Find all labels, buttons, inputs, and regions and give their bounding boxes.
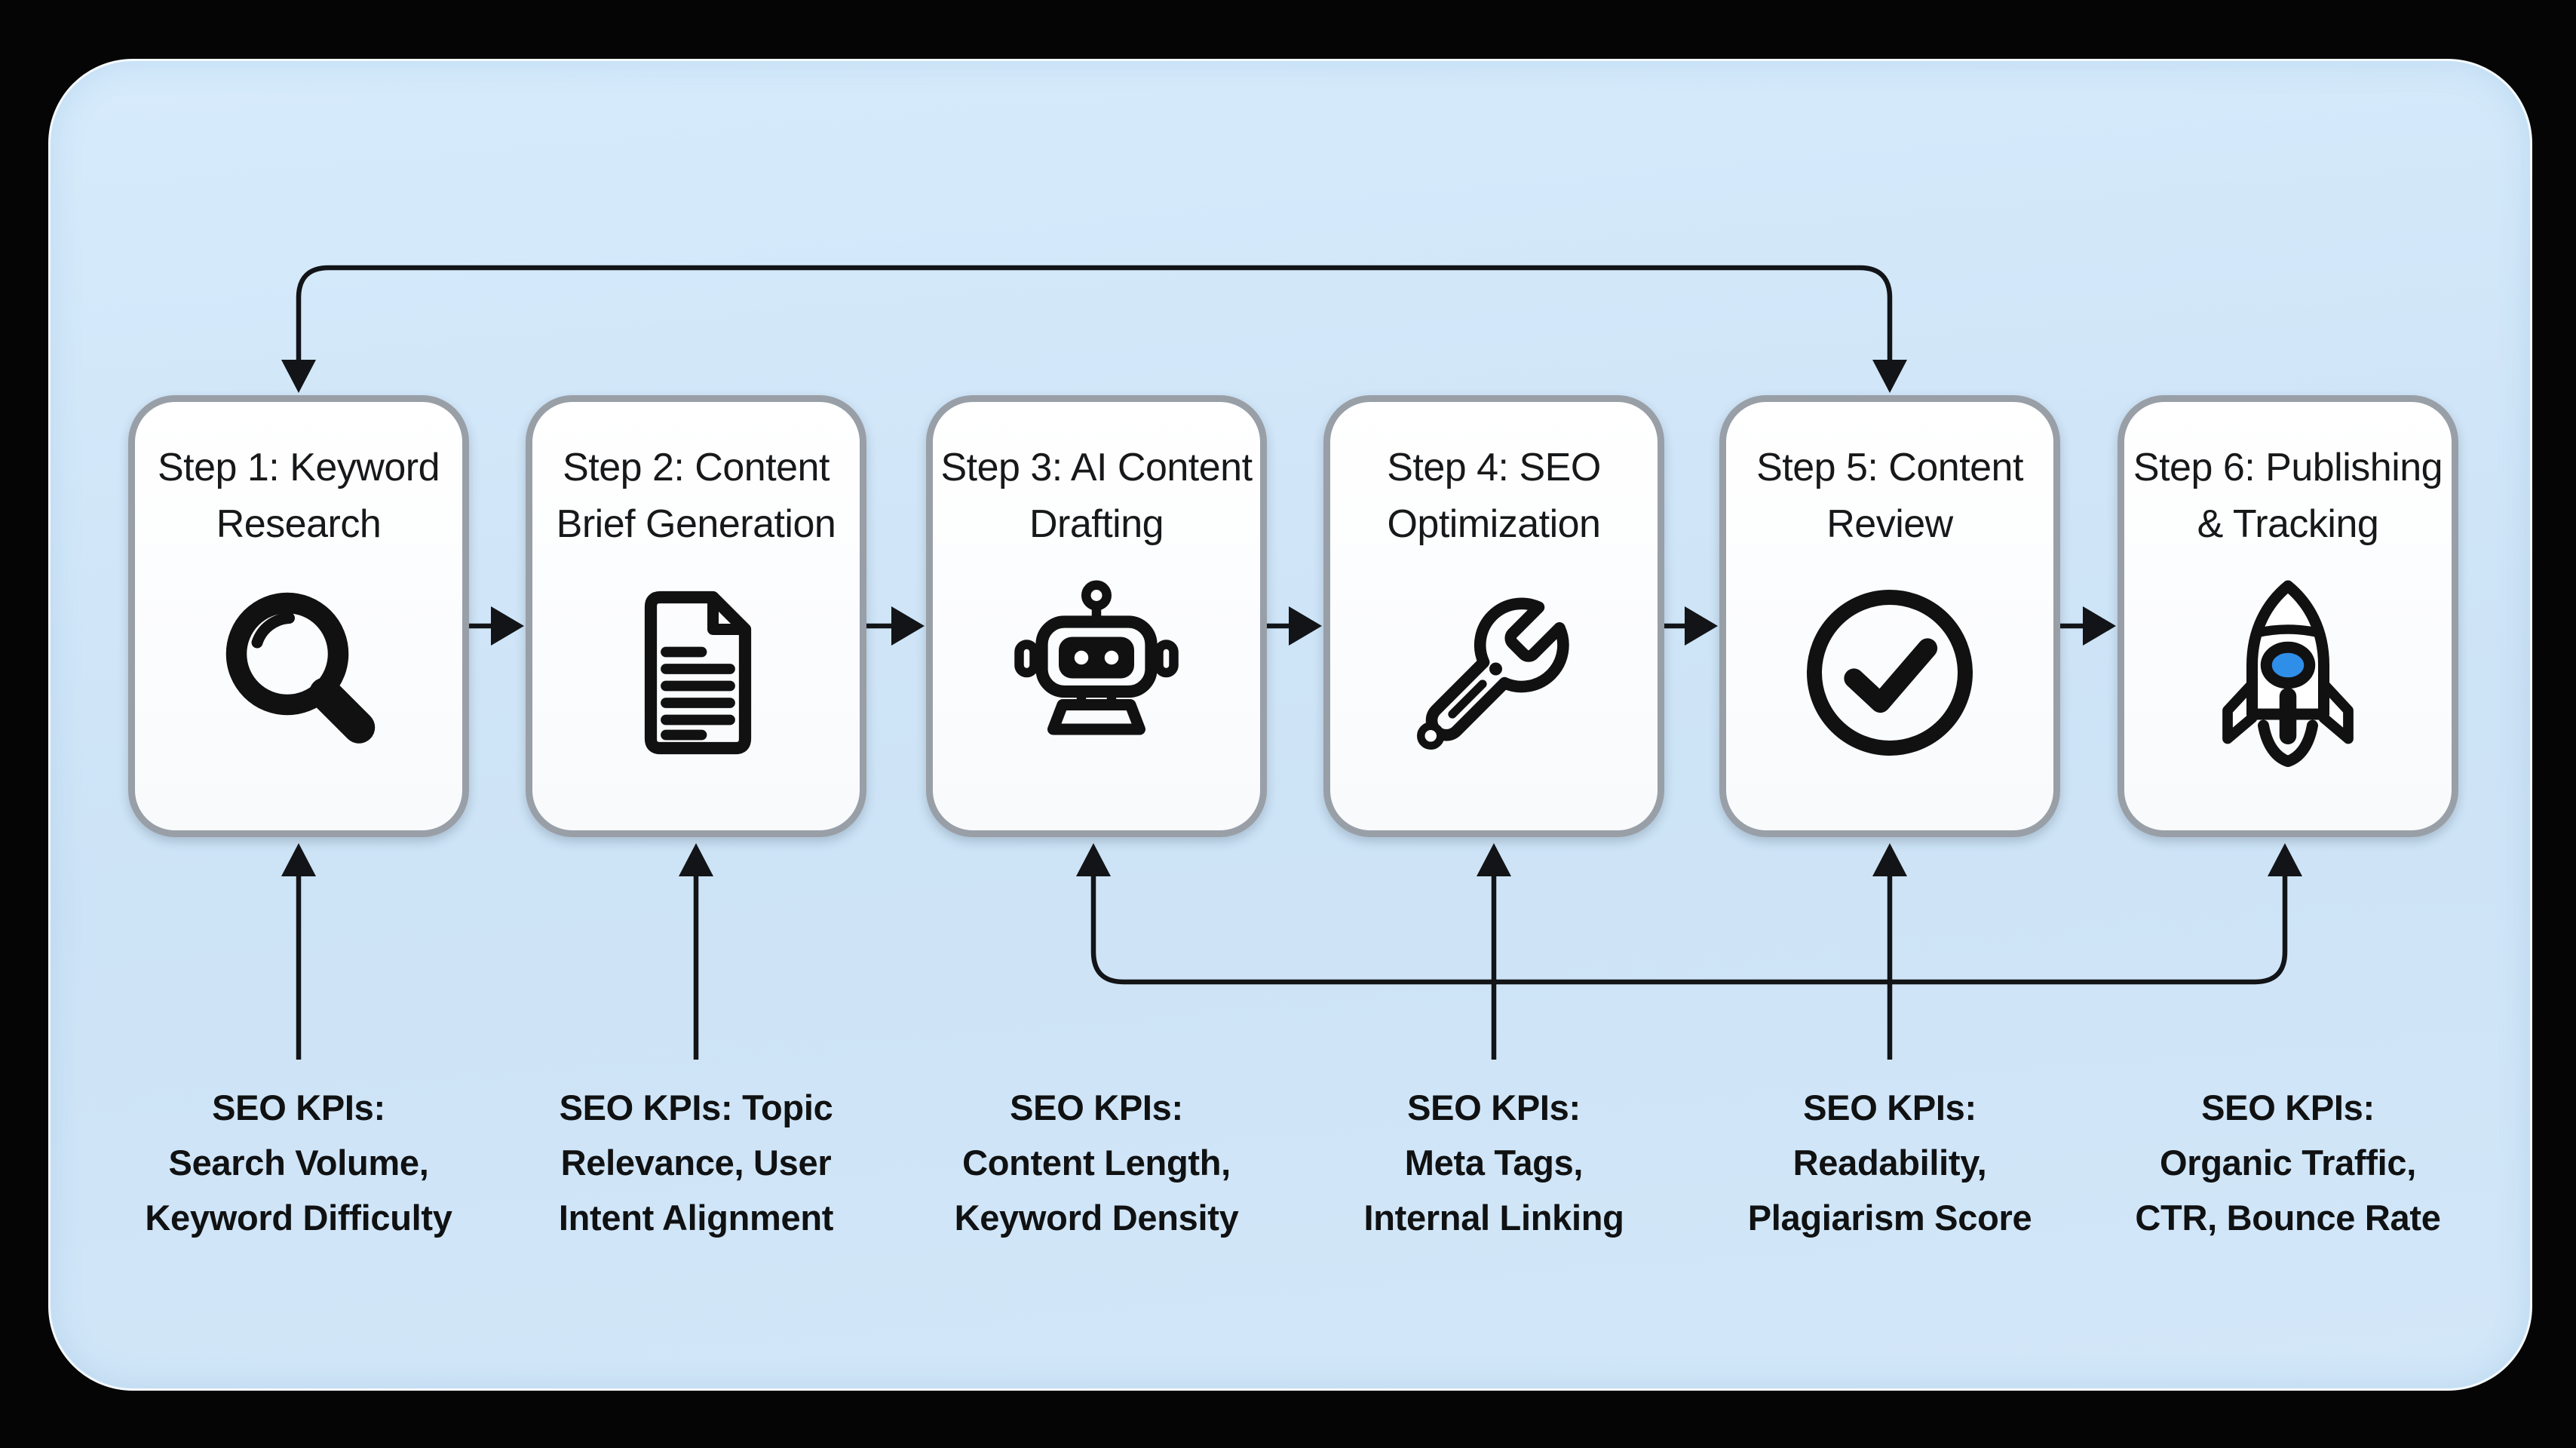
step-title-4-line2: Optimization — [1387, 502, 1601, 546]
kpi-arrowhead-step1 — [281, 843, 316, 876]
kpi-3-line1: SEO KPIs: — [1010, 1088, 1183, 1127]
kpi-block-5: SEO KPIs: Readability, Plagiarism Score — [1656, 1080, 2124, 1245]
kpi-5-line2: Readability, — [1792, 1143, 1987, 1183]
step-title-3-line2: Drafting — [1029, 502, 1164, 546]
step-title-4: Step 4: SEO Optimization — [1387, 440, 1601, 553]
arrowhead-up-step6 — [2268, 843, 2302, 876]
step-box-4: Step 4: SEO Optimization — [1323, 395, 1664, 837]
step-title-2: Step 2: Content Brief Generation — [557, 440, 836, 553]
arrowhead-up-step3 — [1076, 843, 1111, 876]
step-title-1-line2: Research — [216, 502, 382, 546]
search-icon — [225, 592, 376, 744]
kpi-2-line3: Intent Alignment — [558, 1198, 834, 1238]
kpi-5-line3: Plagiarism Score — [1747, 1198, 2032, 1238]
kpi-block-1: SEO KPIs: Search Volume, Keyword Difficu… — [65, 1080, 532, 1245]
arrowhead-down-step5 — [1872, 360, 1907, 393]
kpi-6-line2: Organic Traffic, — [2160, 1143, 2416, 1183]
step-title-6-line1: Step 6: Publishing — [2133, 446, 2443, 489]
kpi-1-line1: SEO KPIs: — [212, 1088, 385, 1127]
step-box-1: Step 1: Keyword Research — [128, 395, 469, 837]
robot-icon — [1014, 580, 1179, 735]
step-title-6-line2: & Tracking — [2197, 502, 2379, 546]
kpi-4-line2: Meta Tags, — [1404, 1143, 1584, 1183]
wrench-icon — [1417, 597, 1569, 750]
kpi-4-line1: SEO KPIs: — [1407, 1088, 1581, 1127]
step-title-3: Step 3: AI Content Drafting — [940, 440, 1253, 553]
step-title-2-line1: Step 2: Content — [563, 446, 830, 489]
check-circle-icon — [1807, 590, 1973, 756]
kpi-arrowhead-step4 — [1477, 843, 1511, 876]
step-box-6: Step 6: Publishing & Tracking — [2118, 395, 2458, 837]
kpi-block-3: SEO KPIs: Content Length, Keyword Densit… — [863, 1080, 1330, 1245]
kpi-2-line1: SEO KPIs: Topic — [559, 1088, 833, 1127]
step-title-2-line2: Brief Generation — [556, 502, 836, 546]
kpi-4-line3: Internal Linking — [1363, 1198, 1624, 1238]
kpi-1-line3: Keyword Difficulty — [145, 1198, 452, 1238]
kpi-6-line1: SEO KPIs: — [2201, 1088, 2375, 1127]
top-loop-line — [296, 265, 1893, 363]
kpi-1-line2: Search Volume, — [168, 1143, 429, 1183]
flow-arrowhead-5-6 — [2083, 606, 2116, 646]
kpi-6-line3: CTR, Bounce Rate — [2135, 1198, 2441, 1238]
step-title-5: Step 5: Content Review — [1756, 440, 2023, 553]
step-title-1-line1: Step 1: Keyword — [157, 446, 440, 489]
kpi-5-line1: SEO KPIs: — [1803, 1088, 1976, 1127]
step-box-2: Step 2: Content Brief Generation — [526, 395, 866, 837]
kpi-arrowhead-step5 — [1872, 843, 1907, 876]
step-title-6: Step 6: Publishing & Tracking — [2133, 440, 2443, 553]
step-box-3: Step 3: AI Content Drafting — [926, 395, 1267, 837]
rocket-icon — [2222, 580, 2354, 767]
flow-arrowhead-1-2 — [491, 606, 524, 646]
kpi-block-4: SEO KPIs: Meta Tags, Internal Linking — [1260, 1080, 1728, 1245]
kpi-arrowhead-step2 — [679, 843, 713, 876]
document-icon — [644, 591, 752, 755]
step-title-3-line1: Step 3: AI Content — [940, 446, 1253, 489]
step-title-5-line2: Review — [1826, 502, 1953, 546]
flow-arrowhead-3-4 — [1289, 606, 1322, 646]
kpi-3-line2: Content Length, — [962, 1143, 1231, 1183]
kpi-2-line2: Relevance, User — [560, 1143, 832, 1183]
arrowhead-down-step1 — [281, 360, 316, 393]
kpi-3-line3: Keyword Density — [954, 1198, 1239, 1238]
step-box-5: Step 5: Content Review — [1719, 395, 2060, 837]
bottom-loop-line — [1090, 873, 2288, 985]
kpi-block-2: SEO KPIs: Topic Relevance, User Intent A… — [462, 1080, 930, 1245]
step-title-5-line1: Step 5: Content — [1756, 446, 2023, 489]
flow-arrowhead-4-5 — [1685, 606, 1718, 646]
flow-arrowhead-2-3 — [891, 606, 925, 646]
kpi-block-6: SEO KPIs: Organic Traffic, CTR, Bounce R… — [2054, 1080, 2522, 1245]
step-title-1: Step 1: Keyword Research — [158, 440, 440, 553]
step-title-4-line1: Step 4: SEO — [1387, 446, 1601, 489]
